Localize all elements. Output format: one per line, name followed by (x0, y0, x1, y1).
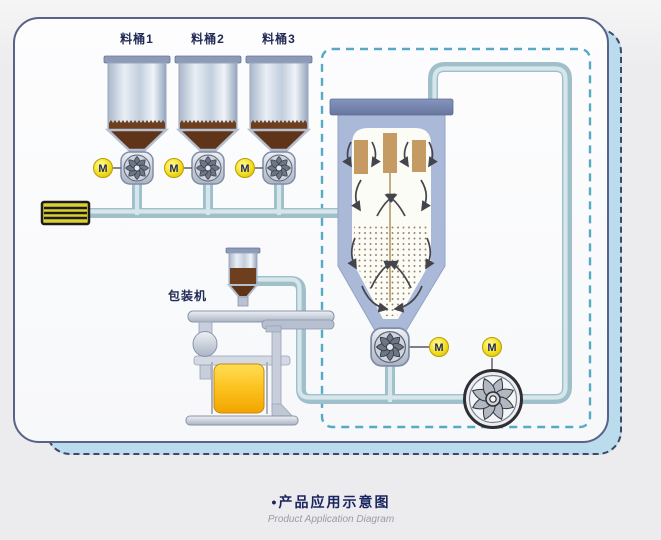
packing-machine (185, 310, 335, 426)
inlet-filter-icon (40, 200, 91, 226)
hopper-2 (175, 56, 241, 155)
hopper-1 (104, 56, 170, 155)
hopper-1-label: 料桶1 (120, 32, 154, 46)
dashed-zone-border (320, 47, 592, 429)
rotary-valve-3 (263, 152, 295, 184)
tank-rotary-valve (371, 328, 409, 366)
rotary-valve-2 (192, 152, 224, 184)
rotary-valve-1 (121, 152, 153, 184)
filter-bags (354, 133, 426, 174)
product-drum (213, 363, 265, 414)
machine-base (185, 415, 299, 426)
blower-fan-icon (463, 369, 523, 429)
flow-arrow-icons (342, 141, 438, 313)
caption-title-zh: 产品应用示意图 (278, 494, 391, 510)
pipes (88, 62, 572, 404)
motor-badge-3: M (235, 158, 255, 178)
hopper-3 (246, 56, 312, 155)
motor-badge-1: M (93, 158, 113, 178)
caption-bullet: • (271, 494, 279, 510)
caption: •产品应用示意图 Product Application Diagram (211, 492, 451, 525)
hopper-3-label: 料桶3 (262, 32, 296, 46)
tank-cap (329, 98, 454, 116)
packing-station (185, 247, 335, 426)
packing-machine-label: 包装机 (168, 289, 208, 303)
motor-badge-2: M (164, 158, 184, 178)
caption-title: •产品应用示意图 (211, 492, 451, 512)
material-dots (354, 226, 428, 316)
caption-subtitle: Product Application Diagram (267, 514, 395, 525)
hopper-2-label: 料桶2 (191, 32, 225, 46)
motor-badge-fan: M (482, 337, 502, 357)
packing-hopper (225, 247, 261, 307)
mixing-tank (329, 98, 454, 335)
motor-badge-tank: M (429, 337, 449, 357)
